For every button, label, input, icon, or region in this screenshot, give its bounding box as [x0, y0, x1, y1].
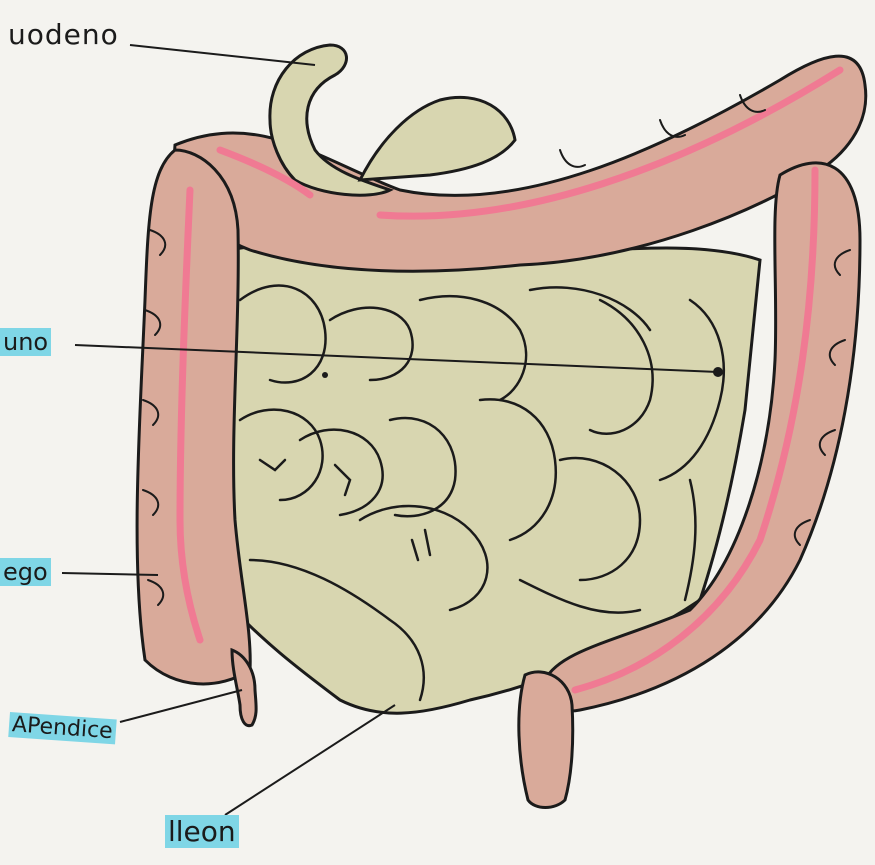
label-ciego: ego: [0, 558, 51, 586]
label-duodeno: uodeno: [8, 18, 119, 51]
ascending-colon: [137, 150, 250, 684]
leader-dot-yeyuno: [713, 367, 723, 377]
leader-dot-yeyuno-mid: [322, 372, 328, 378]
label-ileon: lleon: [165, 815, 239, 848]
label-yeyuno: uno: [0, 328, 51, 356]
rectum: [519, 672, 573, 808]
